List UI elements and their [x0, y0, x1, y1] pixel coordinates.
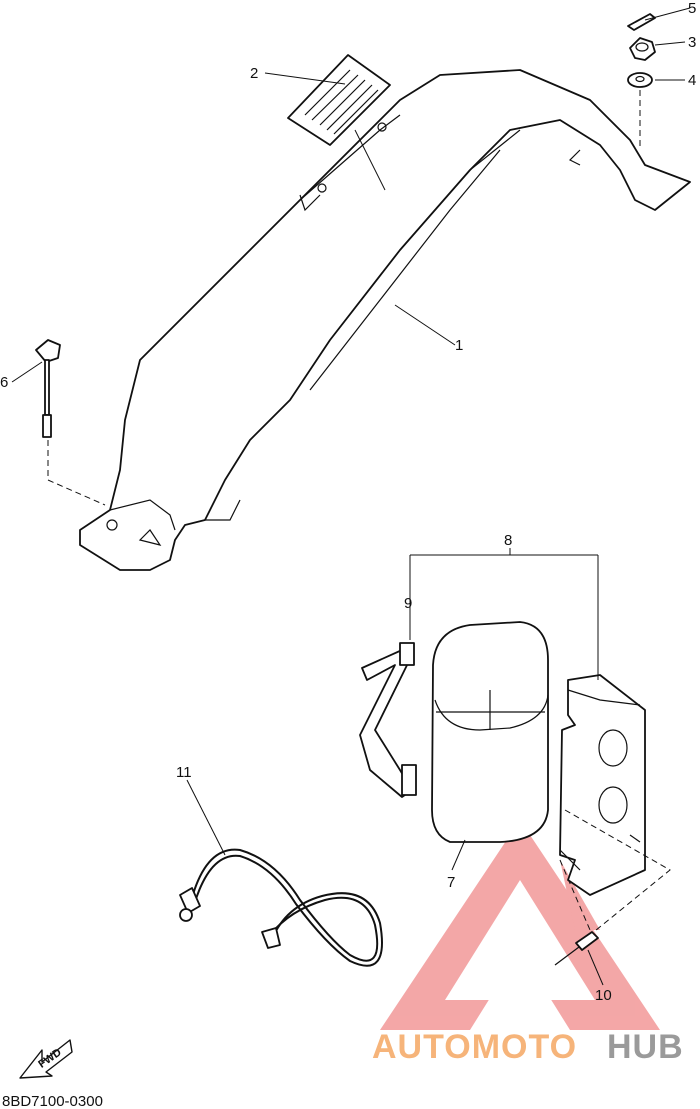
clip-part — [627, 13, 656, 31]
fwd-arrow-icon: FWD — [19, 1039, 73, 1079]
bracket-part — [559, 674, 646, 896]
cable-part — [179, 848, 383, 967]
callout-1: 1 — [455, 337, 463, 354]
watermark-part1: AUTOMOTO — [372, 1028, 577, 1066]
watermark-part2: HUB — [607, 1028, 684, 1066]
diagram-code: 8BD7100-0300 — [2, 1093, 103, 1109]
washer-part — [627, 72, 653, 88]
callout-labels: 1 2 3 4 5 6 7 8 9 10 11 — [0, 0, 696, 1004]
container-part — [431, 621, 549, 843]
callout-11: 11 — [176, 764, 192, 781]
watermark-text: AUTOMOTO HUB — [372, 1028, 684, 1066]
leader-lines — [11, 7, 691, 986]
callout-6: 6 — [0, 374, 8, 391]
callout-9: 9 — [404, 595, 412, 612]
bolt-part — [35, 339, 61, 438]
strap-part — [359, 642, 417, 798]
callout-5: 5 — [688, 0, 696, 17]
wing-nut-part — [629, 37, 656, 61]
callout-3: 3 — [688, 34, 696, 51]
callout-2: 2 — [250, 65, 258, 82]
main-cover-part — [79, 69, 691, 571]
callout-8: 8 — [504, 532, 512, 549]
label-sheet-part — [287, 54, 391, 191]
callout-10: 10 — [595, 987, 612, 1004]
callout-7: 7 — [447, 874, 455, 891]
callout-4: 4 — [688, 72, 696, 89]
pin-part — [554, 931, 599, 966]
